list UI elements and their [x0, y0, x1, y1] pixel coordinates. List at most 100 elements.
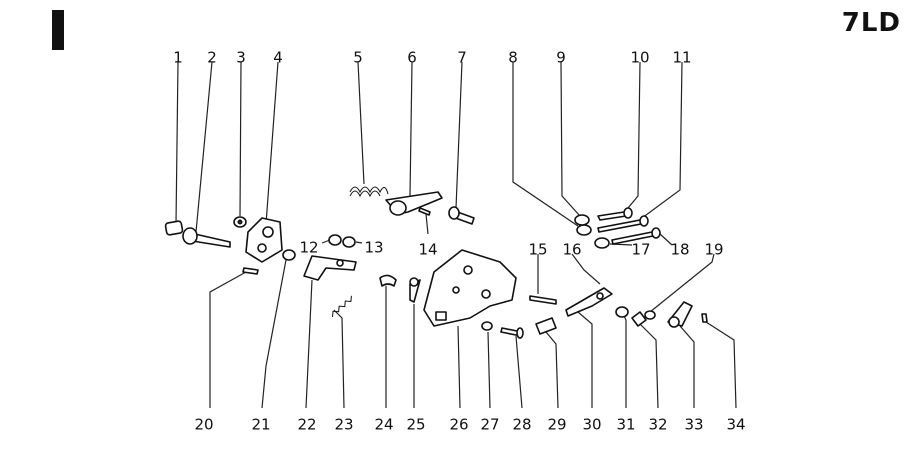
- leader-line-3: [239, 61, 242, 217]
- part-29-block: [535, 317, 557, 335]
- leader-line-26: [457, 325, 461, 409]
- part-21-ring: [282, 249, 296, 261]
- part-33-lever: [667, 301, 693, 328]
- parts: [164, 186, 708, 339]
- leader-line-31: [623, 315, 627, 408]
- part-5-spring: [349, 186, 389, 198]
- leader-line-7: [455, 61, 463, 209]
- callout-16: 16: [562, 241, 581, 259]
- callout-15: 15: [528, 241, 547, 259]
- leader-line-5: [357, 61, 365, 185]
- leader-line-27: [487, 331, 491, 409]
- section-marker-bar: [52, 10, 64, 50]
- part-17-screw: [594, 227, 661, 249]
- part-27-washer: [481, 321, 493, 331]
- callout-5: 5: [353, 49, 363, 67]
- leader-line-11: [641, 61, 683, 219]
- part-30-lever: [565, 287, 613, 317]
- part-20-screw: [242, 267, 259, 275]
- leader-line-8: [512, 62, 579, 227]
- leader-line-18: [659, 233, 673, 246]
- callout-8: 8: [508, 49, 518, 67]
- leader-line-2: [195, 61, 213, 233]
- leader-line-34: [705, 321, 737, 409]
- callout-23: 23: [334, 416, 353, 434]
- callout-24: 24: [374, 416, 393, 434]
- part-12-washer: [328, 234, 342, 246]
- part-11-screw: [597, 215, 649, 233]
- leader-line-30: [577, 311, 593, 408]
- leader-line-23: [333, 309, 345, 409]
- part-10-screw: [597, 207, 633, 221]
- callout-22: 22: [297, 416, 316, 434]
- callout-30: 30: [582, 416, 601, 434]
- leader-line-19: [649, 253, 715, 313]
- part-6-lever: [385, 191, 443, 216]
- callout-19: 19: [704, 241, 723, 259]
- callout-31: 31: [616, 416, 635, 434]
- model-code: 7LD: [841, 8, 901, 38]
- part-19-washer: [644, 310, 656, 320]
- leader-lines: [175, 61, 737, 409]
- callout-3: 3: [236, 49, 246, 67]
- callout-29: 29: [547, 416, 566, 434]
- callout-32: 32: [648, 416, 667, 434]
- part-2-shaft: [182, 227, 231, 248]
- part-1-pin: [164, 220, 184, 236]
- callout-27: 27: [480, 416, 499, 434]
- callout-33: 33: [684, 416, 703, 434]
- leader-line-21: [261, 259, 287, 409]
- callout-6: 6: [407, 49, 417, 67]
- callout-2: 2: [207, 49, 217, 67]
- part-26-housing-plate: [423, 249, 517, 327]
- part-9-nut: [574, 214, 590, 226]
- part-24-clip: [379, 274, 397, 287]
- leader-line-32: [639, 323, 659, 409]
- callout-1: 1: [173, 49, 183, 67]
- part-14-pin: [418, 207, 431, 216]
- leader-line-16: [571, 253, 601, 285]
- callout-7: 7: [457, 49, 467, 67]
- leader-line-14: [425, 213, 429, 235]
- part-7-bolt: [448, 206, 475, 225]
- part-3-washer: [233, 216, 247, 228]
- leader-line-33: [679, 325, 695, 408]
- leader-line-6: [409, 61, 413, 197]
- leader-line-10: [627, 61, 641, 209]
- leader-line-13: [355, 241, 363, 244]
- part-8-nut: [576, 224, 592, 236]
- leader-line-9: [560, 61, 581, 217]
- callout-20: 20: [194, 416, 213, 434]
- callout-4: 4: [273, 49, 283, 67]
- part-15-bolt: [529, 295, 557, 305]
- part-31-nut: [615, 306, 629, 318]
- callout-21: 21: [251, 416, 270, 434]
- part-23-spring: [332, 295, 352, 317]
- leader-line-1: [175, 61, 179, 225]
- part-28-screw: [500, 327, 524, 339]
- leader-line-28: [515, 335, 523, 409]
- callout-10: 10: [630, 49, 649, 67]
- callout-26: 26: [449, 416, 468, 434]
- callout-11: 11: [672, 49, 691, 67]
- callout-34: 34: [726, 416, 745, 434]
- leader-line-20: [209, 271, 247, 408]
- callout-9: 9: [556, 49, 566, 67]
- callout-28: 28: [512, 416, 531, 434]
- callout-18: 18: [670, 241, 689, 259]
- callout-12: 12: [299, 239, 318, 257]
- part-4-bracket: [245, 217, 283, 263]
- part-32-piece: [631, 311, 647, 327]
- callout-17: 17: [631, 241, 650, 259]
- callout-25: 25: [406, 416, 425, 434]
- leader-line-22: [305, 279, 313, 409]
- part-13-washer: [342, 236, 356, 248]
- part-34-pin: [701, 313, 708, 323]
- callout-14: 14: [418, 241, 437, 259]
- part-25-pin: [409, 277, 421, 303]
- leader-line-29: [545, 331, 559, 409]
- part-22-plate: [303, 255, 357, 281]
